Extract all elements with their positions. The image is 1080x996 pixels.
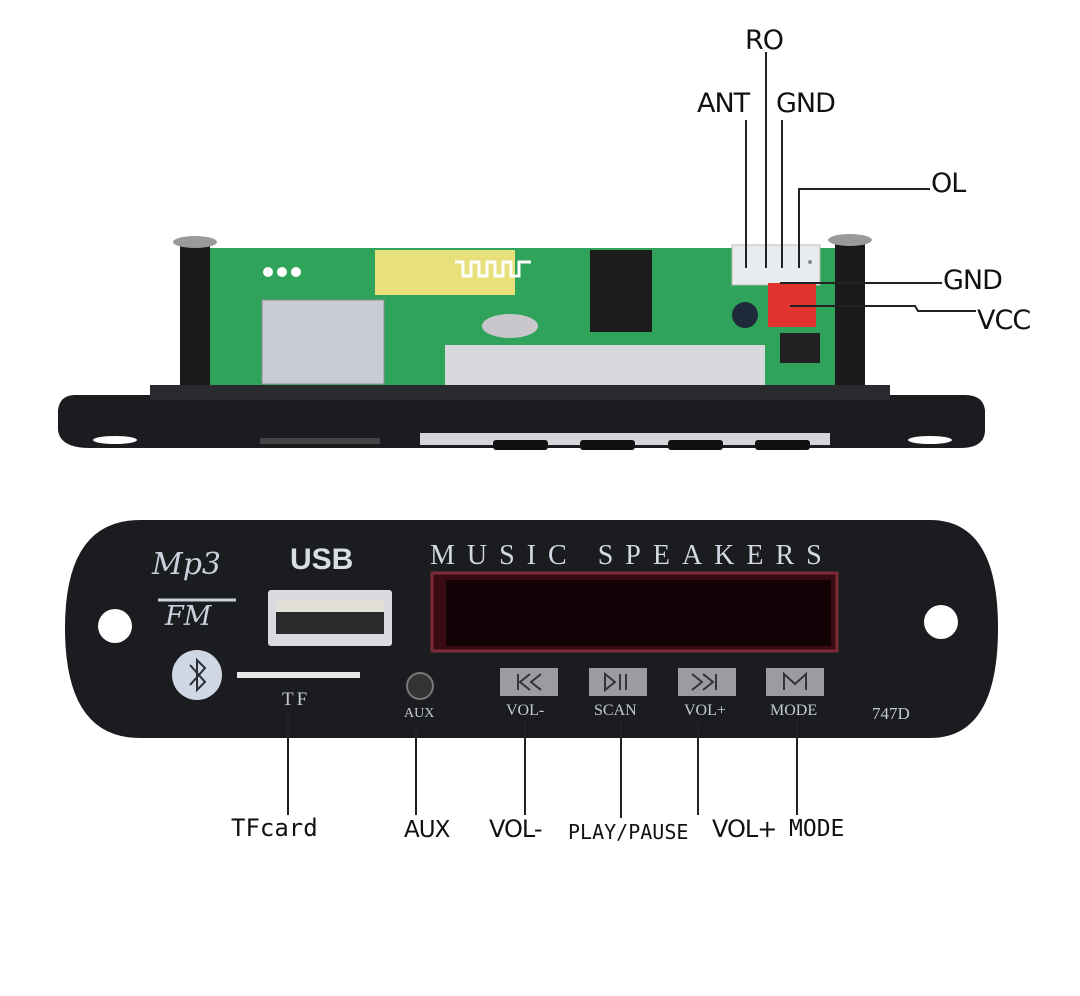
pcb-board — [205, 244, 840, 388]
chip — [590, 250, 652, 332]
leader-lines-top — [745, 52, 976, 312]
usb-label: USB — [290, 543, 354, 576]
vol-minus-panel-label: VOL- — [506, 702, 545, 719]
tf-card-slot — [237, 672, 360, 678]
usb-port-rear — [261, 299, 385, 385]
mount-hole-left — [98, 609, 132, 643]
vol-plus-label: VOL+ — [712, 815, 777, 843]
gnd-side-label: GND — [943, 265, 1003, 296]
mode-label: MODE — [789, 816, 845, 842]
mount-hole-right — [924, 605, 958, 639]
front-panel — [65, 520, 998, 738]
model-label: 747D — [872, 704, 910, 723]
ant-label: ANT — [697, 88, 750, 119]
aux-label: AUX — [404, 817, 450, 843]
ro-label: RO — [745, 25, 784, 56]
display-back — [445, 345, 765, 385]
aux-panel-label: AUX — [404, 706, 435, 721]
next-button — [678, 668, 736, 696]
mode-panel-label: MODE — [770, 702, 818, 719]
ol-label: OL — [931, 168, 966, 199]
mode-button — [766, 668, 824, 696]
vol-plus-panel-label: VOL+ — [684, 702, 726, 719]
crystal — [482, 314, 538, 338]
logo-fm: FM — [165, 601, 212, 632]
panel-title: MUSIC SPEAKERS — [430, 540, 834, 571]
play-pause-label: PLAY/PAUSE — [568, 820, 689, 844]
leader-lines-bottom — [287, 712, 798, 818]
mount-post-left — [180, 245, 210, 390]
aux-jack — [406, 672, 434, 700]
scan-panel-label: SCAN — [594, 702, 637, 719]
prev-button — [500, 668, 558, 696]
tfcard-label: TFcard — [231, 814, 318, 842]
logo-mp3: Mp3 — [152, 547, 222, 582]
bluetooth-antenna-area — [375, 250, 515, 295]
tf-label: TF — [282, 689, 311, 710]
mount-post-right — [835, 243, 865, 390]
gnd-top-label: GND — [776, 88, 836, 119]
panel-buttons — [500, 668, 824, 696]
vol-minus-label: VOL- — [489, 815, 542, 843]
vcc-label: VCC — [977, 305, 1031, 336]
play-pause-button — [589, 668, 647, 696]
